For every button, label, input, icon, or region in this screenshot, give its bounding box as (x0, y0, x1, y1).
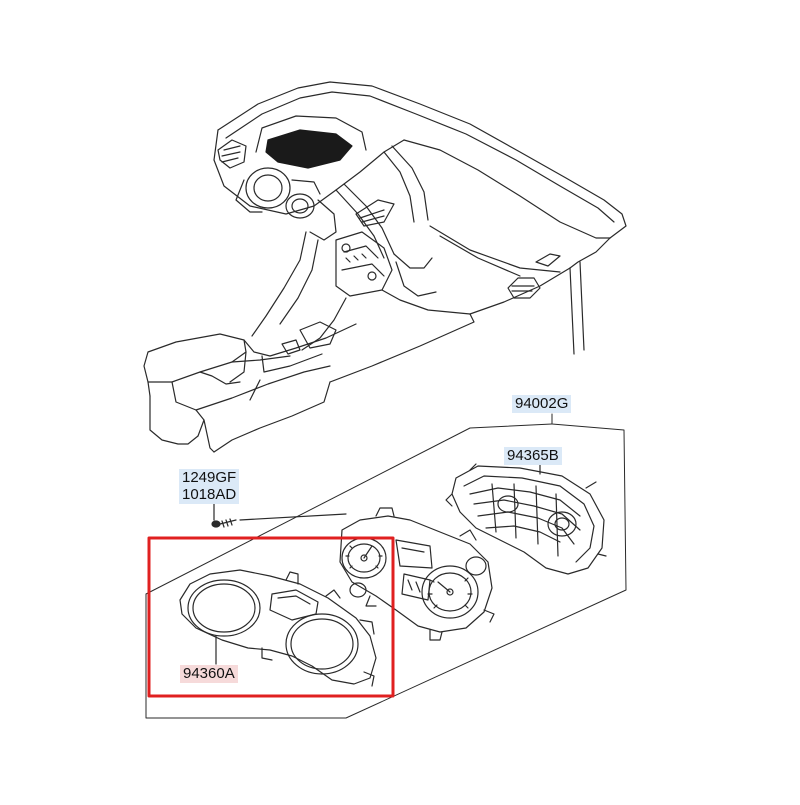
cluster-bezel (179, 569, 377, 687)
screw-part (211, 501, 347, 528)
part-label-1249gf: 1249GF (179, 469, 240, 487)
highlight-box (147, 536, 395, 698)
part-label-94365b: 94365B (504, 447, 562, 465)
dashboard-assembly (143, 81, 627, 453)
part-label-94360a: 94360A (180, 665, 238, 683)
assembly-frame (145, 413, 627, 719)
cluster-back-housing (445, 461, 607, 575)
part-label-94002g: 94002G (512, 395, 572, 413)
part-label-1018ad: 1018AD (179, 486, 240, 504)
cluster-gauge-face (339, 507, 495, 641)
